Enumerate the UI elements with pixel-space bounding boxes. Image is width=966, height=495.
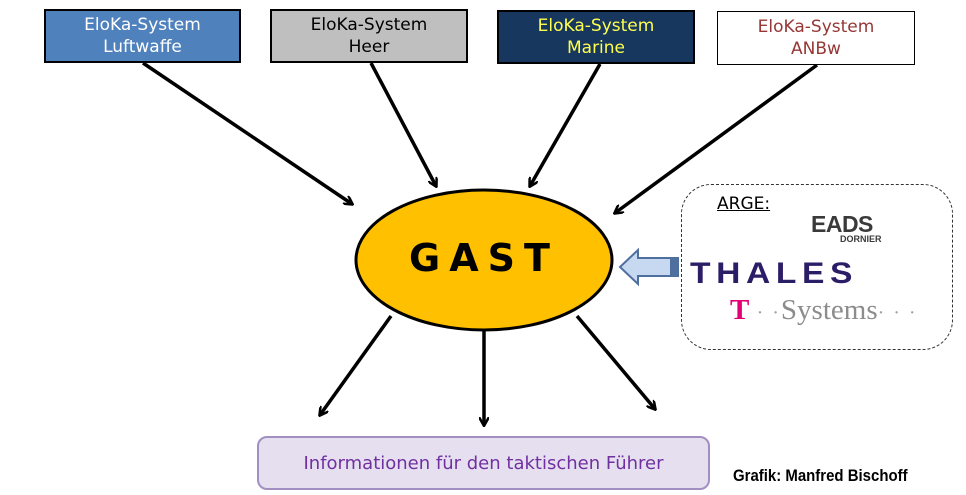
- system-box-marine: EloKa-System Marine: [497, 10, 695, 64]
- arrow-luftwaffe-to-gast: [142, 61, 352, 204]
- arrow-anbw-to-gast: [615, 63, 819, 213]
- system-box-luftwaffe: EloKa-System Luftwaffe: [44, 9, 241, 63]
- system-box-anbw: EloKa-System ANBw: [717, 11, 915, 65]
- eads-logo: EADS: [811, 211, 873, 237]
- system-box-heer: EloKa-System Heer: [270, 9, 468, 63]
- arrow-marine-to-gast: [530, 63, 602, 186]
- system-title: EloKa-System: [84, 15, 201, 35]
- block-arrow-arge-to-gast: [618, 247, 679, 287]
- arrow-heer-to-gast: [369, 62, 436, 186]
- arge-consortium-box: [681, 184, 953, 350]
- gast-label: GAST: [409, 236, 559, 280]
- telekom-t-icon: T: [730, 294, 750, 326]
- system-title: EloKa-System: [757, 17, 875, 37]
- arrow-gast-to-output-right: [575, 314, 655, 409]
- system-branch: ANBw: [791, 39, 841, 59]
- t-systems-logo: T · ·Systems· · ·: [730, 294, 918, 327]
- gast-ellipse: [354, 188, 614, 332]
- system-title: EloKa-System: [537, 16, 655, 36]
- t-systems-name: Systems: [780, 294, 878, 326]
- eads-dornier-label: DORNIER: [840, 234, 882, 244]
- t-systems-dots-right: · · ·: [877, 302, 918, 324]
- arrow-gast-to-output-left: [320, 314, 393, 415]
- arge-label: ARGE:: [717, 194, 771, 214]
- system-branch: Heer: [348, 37, 390, 57]
- system-branch: Luftwaffe: [103, 37, 182, 57]
- graphic-credit: Grafik: Manfred Bischoff: [733, 466, 908, 485]
- output-label: Informationen für den taktischen Führer: [303, 452, 664, 474]
- block-arrow-tail: [670, 258, 678, 276]
- thales-logo: THALES: [690, 257, 858, 290]
- output-info-box: Informationen für den taktischen Führer: [257, 436, 710, 490]
- system-branch: Marine: [566, 38, 626, 58]
- t-systems-dots-left: · ·: [756, 302, 781, 324]
- system-title: EloKa-System: [310, 15, 428, 35]
